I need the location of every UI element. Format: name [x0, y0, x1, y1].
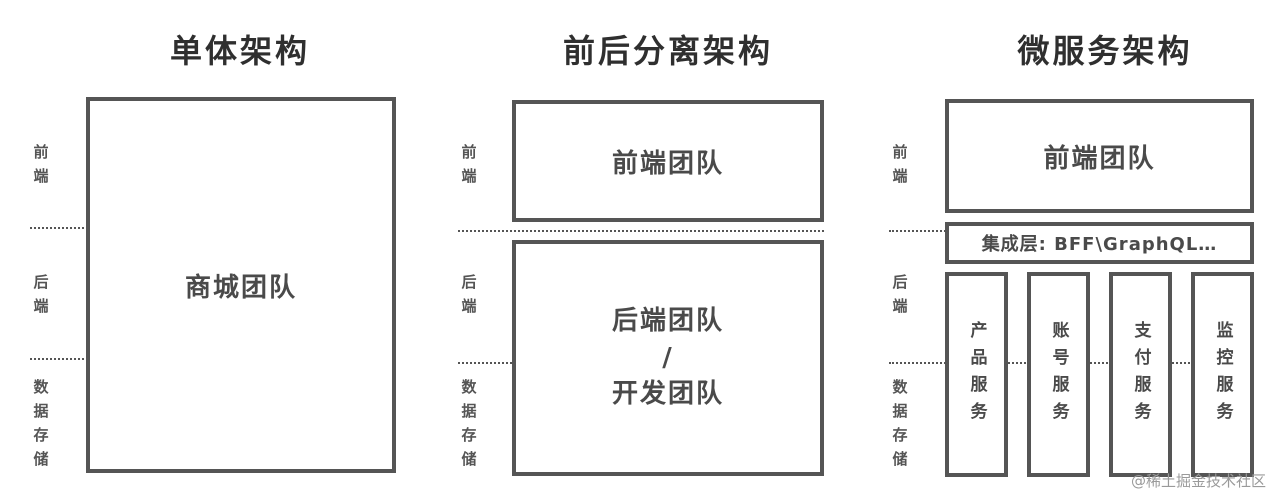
label-backend: 后端	[33, 273, 49, 315]
title-monolith: 单体架构	[169, 32, 310, 70]
divider-services	[1090, 362, 1112, 364]
frontend-team-label: 前端团队	[1043, 143, 1156, 174]
divider-backend-storage	[458, 362, 516, 364]
payment-service-label: 支付服务	[1130, 320, 1151, 429]
integration-layer-box: 集成层: BFF\GraphQL…	[945, 222, 1254, 264]
frontend-team-label: 前端团队	[611, 148, 724, 179]
monitoring-service-box: 监控服务	[1191, 272, 1254, 477]
label-frontend: 前端	[33, 143, 49, 185]
mall-team-box: 商城团队	[86, 97, 396, 473]
account-service-label: 账号服务	[1048, 320, 1069, 429]
dev-team-label: 开发团队	[611, 379, 724, 410]
label-storage: 数据存储	[892, 378, 908, 468]
watermark: @稀土掘金技术社区	[1130, 472, 1266, 490]
label-storage: 数据存储	[33, 378, 49, 468]
title-microservices: 微服务架构	[1017, 32, 1193, 70]
payment-service-box: 支付服务	[1109, 272, 1172, 477]
backend-dev-team-box: 后端团队 / 开发团队	[512, 240, 824, 476]
frontend-team-box: 前端团队	[945, 99, 1254, 213]
backend-separator: /	[662, 342, 674, 373]
divider-backend-storage	[889, 362, 949, 364]
label-frontend: 前端	[461, 143, 477, 185]
divider-frontend-backend	[889, 230, 949, 232]
divider-backend-storage	[30, 358, 88, 360]
label-backend: 后端	[892, 273, 908, 315]
divider-frontend-backend	[458, 230, 824, 232]
title-frontend-backend-separation: 前后分离架构	[562, 32, 773, 70]
divider-services	[1008, 362, 1030, 364]
integration-layer-label: 集成层: BFF\GraphQL…	[981, 234, 1218, 255]
mall-team-label: 商城团队	[184, 272, 297, 303]
product-service-box: 产品服务	[945, 272, 1008, 477]
backend-team-label: 后端团队	[611, 306, 724, 337]
label-backend: 后端	[461, 273, 477, 315]
divider-frontend-backend	[30, 227, 88, 229]
monitoring-service-label: 监控服务	[1212, 320, 1233, 429]
frontend-team-box: 前端团队	[512, 100, 824, 222]
label-frontend: 前端	[892, 143, 908, 185]
label-storage: 数据存储	[461, 378, 477, 468]
divider-services	[1172, 362, 1194, 364]
account-service-box: 账号服务	[1027, 272, 1090, 477]
product-service-label: 产品服务	[966, 320, 987, 429]
